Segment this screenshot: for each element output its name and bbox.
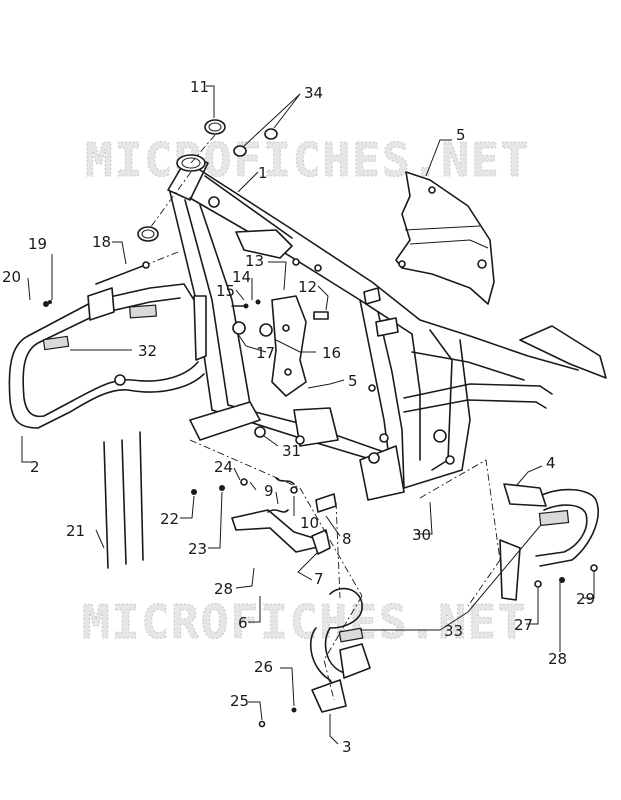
callout-labels: 11 34 1 5 19 18 20 32 2 13 14 15 12 17 1… [2,78,595,756]
callout-6: 6 [238,614,248,632]
callout-29: 29 [576,590,595,608]
callout-20: 20 [2,268,21,286]
bearing-races [137,119,278,242]
callout-5-upper: 5 [456,126,466,144]
side-cover-right [395,171,495,305]
callout-25: 25 [230,692,249,710]
callout-12: 12 [298,278,317,296]
leader-lines [21,85,595,745]
footpeg-bracket-left [258,587,371,728]
kickstand-assembly [191,477,337,555]
callout-2: 2 [30,458,40,476]
alignment-lines [147,251,501,701]
callout-9: 9 [264,482,274,500]
callout-1: 1 [258,164,268,182]
callout-14: 14 [232,268,251,286]
callout-28-left: 28 [214,580,233,598]
callout-24: 24 [214,458,233,476]
callout-34: 34 [304,84,323,102]
callout-4: 4 [546,454,556,472]
callout-17: 17 [256,344,275,362]
callout-30: 30 [412,526,431,544]
callout-21: 21 [66,522,85,540]
callout-31: 31 [282,442,301,460]
watermark-top: MICROFICHES.NET [85,133,530,187]
callout-27: 27 [514,616,533,634]
callout-33: 33 [444,622,463,640]
callout-13: 13 [245,252,264,270]
callout-5-center: 5 [348,372,358,390]
callout-28-right: 28 [548,650,567,668]
rod-18 [95,261,150,285]
callout-18: 18 [92,233,111,251]
callout-8: 8 [342,530,352,548]
callout-32: 32 [138,342,157,360]
footpeg-bracket-right [499,483,599,601]
callout-23: 23 [188,540,207,558]
callout-11: 11 [190,78,209,96]
callout-26: 26 [254,658,273,676]
callout-15: 15 [216,282,235,300]
callout-22: 22 [160,510,179,528]
callout-3: 3 [342,738,352,756]
callout-19: 19 [28,235,47,253]
callout-16: 16 [322,344,341,362]
engine-guard-left [8,283,207,429]
callout-7: 7 [314,570,324,588]
long-bolts-21 [103,431,144,569]
callout-10: 10 [300,514,319,532]
